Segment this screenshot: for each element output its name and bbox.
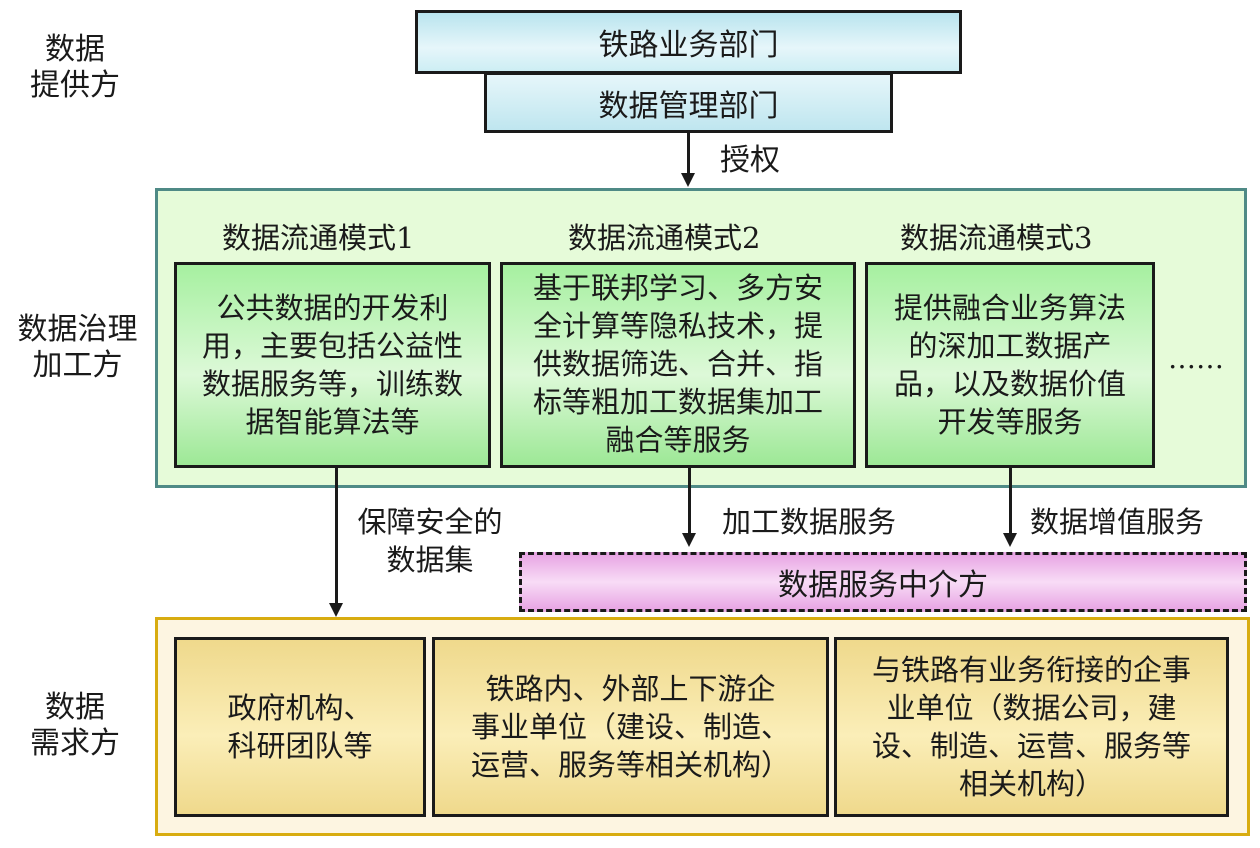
side-label-line: 需求方 <box>30 726 120 761</box>
text-line: 设、制造、运营、服务等 <box>871 729 1191 763</box>
mode-3-flow-label: 数据增值服务 <box>1030 505 1205 539</box>
mode-1-box: 公共数据的开发利 用，主要包括公益性 数据服务等，训练数 据智能算法等 <box>174 262 491 468</box>
text-line: 提供融合业务算法 <box>893 291 1126 325</box>
text-line: 政府机构、 <box>227 691 373 725</box>
data-service-intermediary-box: 数据服务中介方 <box>519 552 1247 612</box>
more-modes-ellipsis: …… <box>1168 342 1224 375</box>
box-label: 数据服务中介方 <box>778 568 988 603</box>
side-label-provider: 数据 提供方 <box>20 32 130 104</box>
box-label: 铁路业务部门 <box>598 28 779 63</box>
side-label-demander: 数据 需求方 <box>20 690 130 762</box>
mode-2-arrow-line <box>688 468 691 535</box>
mode-3-box: 提供融合业务算法 的深加工数据产 品，以及数据价值 开发等服务 <box>865 262 1155 468</box>
text-line: 据智能算法等 <box>245 405 420 439</box>
data-management-dept-box: 数据管理部门 <box>484 72 893 133</box>
text-line: 数据服务等，训练数 <box>201 367 463 401</box>
mode-1-arrow-line <box>335 468 338 606</box>
demand-box-government: 政府机构、 科研团队等 <box>174 637 426 817</box>
text-line: 数据集 <box>386 543 474 577</box>
text-line: 科研团队等 <box>227 729 373 763</box>
text-line: 开发等服务 <box>937 405 1083 439</box>
box-label: 数据管理部门 <box>598 88 779 124</box>
text-line: 用，主要包括公益性 <box>201 329 463 363</box>
mode-2-flow-label: 加工数据服务 <box>722 505 897 539</box>
mode-3-arrow-line <box>1009 468 1012 535</box>
text-line: 公共数据的开发利 <box>216 291 449 325</box>
demand-box-business-partners: 与铁路有业务衔接的企事 业单位（数据公司，建 设、制造、运营、服务等 相关机构） <box>834 637 1229 817</box>
text-line: 保障安全的 <box>357 505 503 539</box>
text-line: 运营、服务等相关机构） <box>470 748 790 782</box>
side-label-line: 数据治理 <box>17 312 138 347</box>
demand-box-railway-enterprises: 铁路内、外部上下游企 事业单位（建设、制造、 运营、服务等相关机构） <box>432 637 829 817</box>
mode-1-arrowhead-icon <box>329 603 343 617</box>
mode-2-box: 基于联邦学习、多方安 全计算等隐私技术，提 供数据筛选、合并、指 标等粗加工数据… <box>500 262 856 468</box>
text-line: 标等粗加工数据集加工 <box>532 385 823 419</box>
side-label-line: 数据 <box>45 690 105 725</box>
mode-2-arrowhead-icon <box>682 533 696 547</box>
authorize-arrowhead-icon <box>681 173 695 187</box>
mode-2-title: 数据流通模式2 <box>568 221 761 255</box>
text-line: 融合等服务 <box>605 423 751 457</box>
side-label-line: 数据 <box>45 32 105 67</box>
mode-3-arrowhead-icon <box>1003 533 1017 547</box>
authorize-label: 授权 <box>720 143 780 178</box>
text-line: 业单位（数据公司，建 <box>886 691 1177 725</box>
railway-business-dept-box: 铁路业务部门 <box>415 10 962 74</box>
text-line: 与铁路有业务衔接的企事 <box>871 653 1191 687</box>
text-line: 全计算等隐私技术，提 <box>532 309 823 343</box>
mode-1-title: 数据流通模式1 <box>222 221 415 255</box>
text-line: 事业单位（建设、制造、 <box>470 710 790 744</box>
authorize-arrow-line <box>687 133 690 175</box>
mode-3-title: 数据流通模式3 <box>900 221 1093 255</box>
side-label-line: 提供方 <box>30 68 120 103</box>
side-label-line: 加工方 <box>32 348 123 383</box>
text-line: 供数据筛选、合并、指 <box>532 347 823 381</box>
text-line: 铁路内、外部上下游企 <box>485 672 776 706</box>
text-line: 的深加工数据产 <box>908 329 1112 363</box>
mode-1-flow-label: 保障安全的 数据集 <box>345 503 515 579</box>
text-line: 相关机构） <box>958 767 1104 801</box>
text-line: 基于联邦学习、多方安 <box>532 271 823 305</box>
text-line: 品，以及数据价值 <box>893 367 1126 401</box>
side-label-processor: 数据治理 加工方 <box>5 312 150 384</box>
